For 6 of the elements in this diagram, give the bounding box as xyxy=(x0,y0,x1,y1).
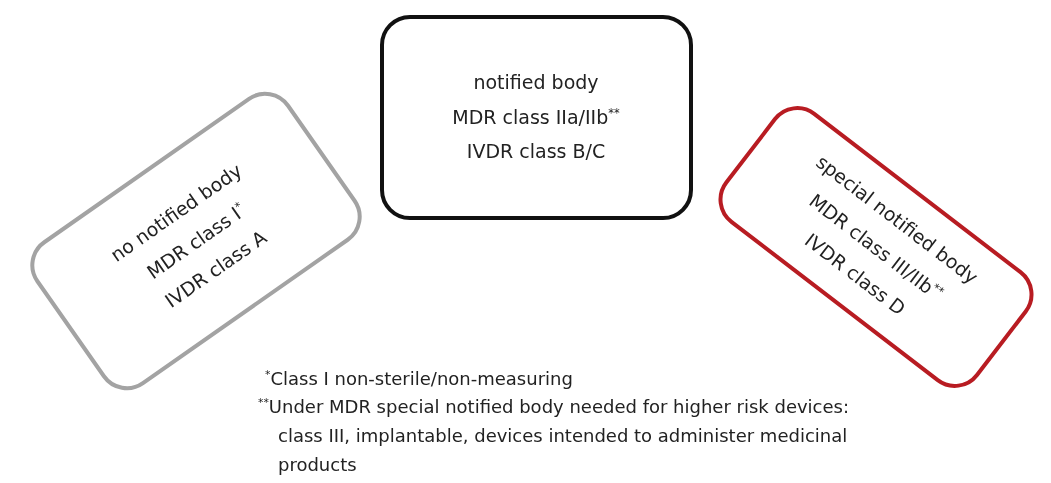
footnote: $^{**}$Under MDR special notified body needed for higher risk devices: class III, implantable, devices intended to administer medicinal products xyxy=(258,395,851,477)
box-text: notified body xyxy=(473,70,599,94)
box-text: IVDR class B/C xyxy=(466,140,606,164)
footnote: $^{*}$Class I non-sterile/non-measuring xyxy=(265,367,574,391)
rounded-box xyxy=(379,14,693,220)
box-text: MDR class IIa/IIb$^{**}$ xyxy=(452,105,620,129)
